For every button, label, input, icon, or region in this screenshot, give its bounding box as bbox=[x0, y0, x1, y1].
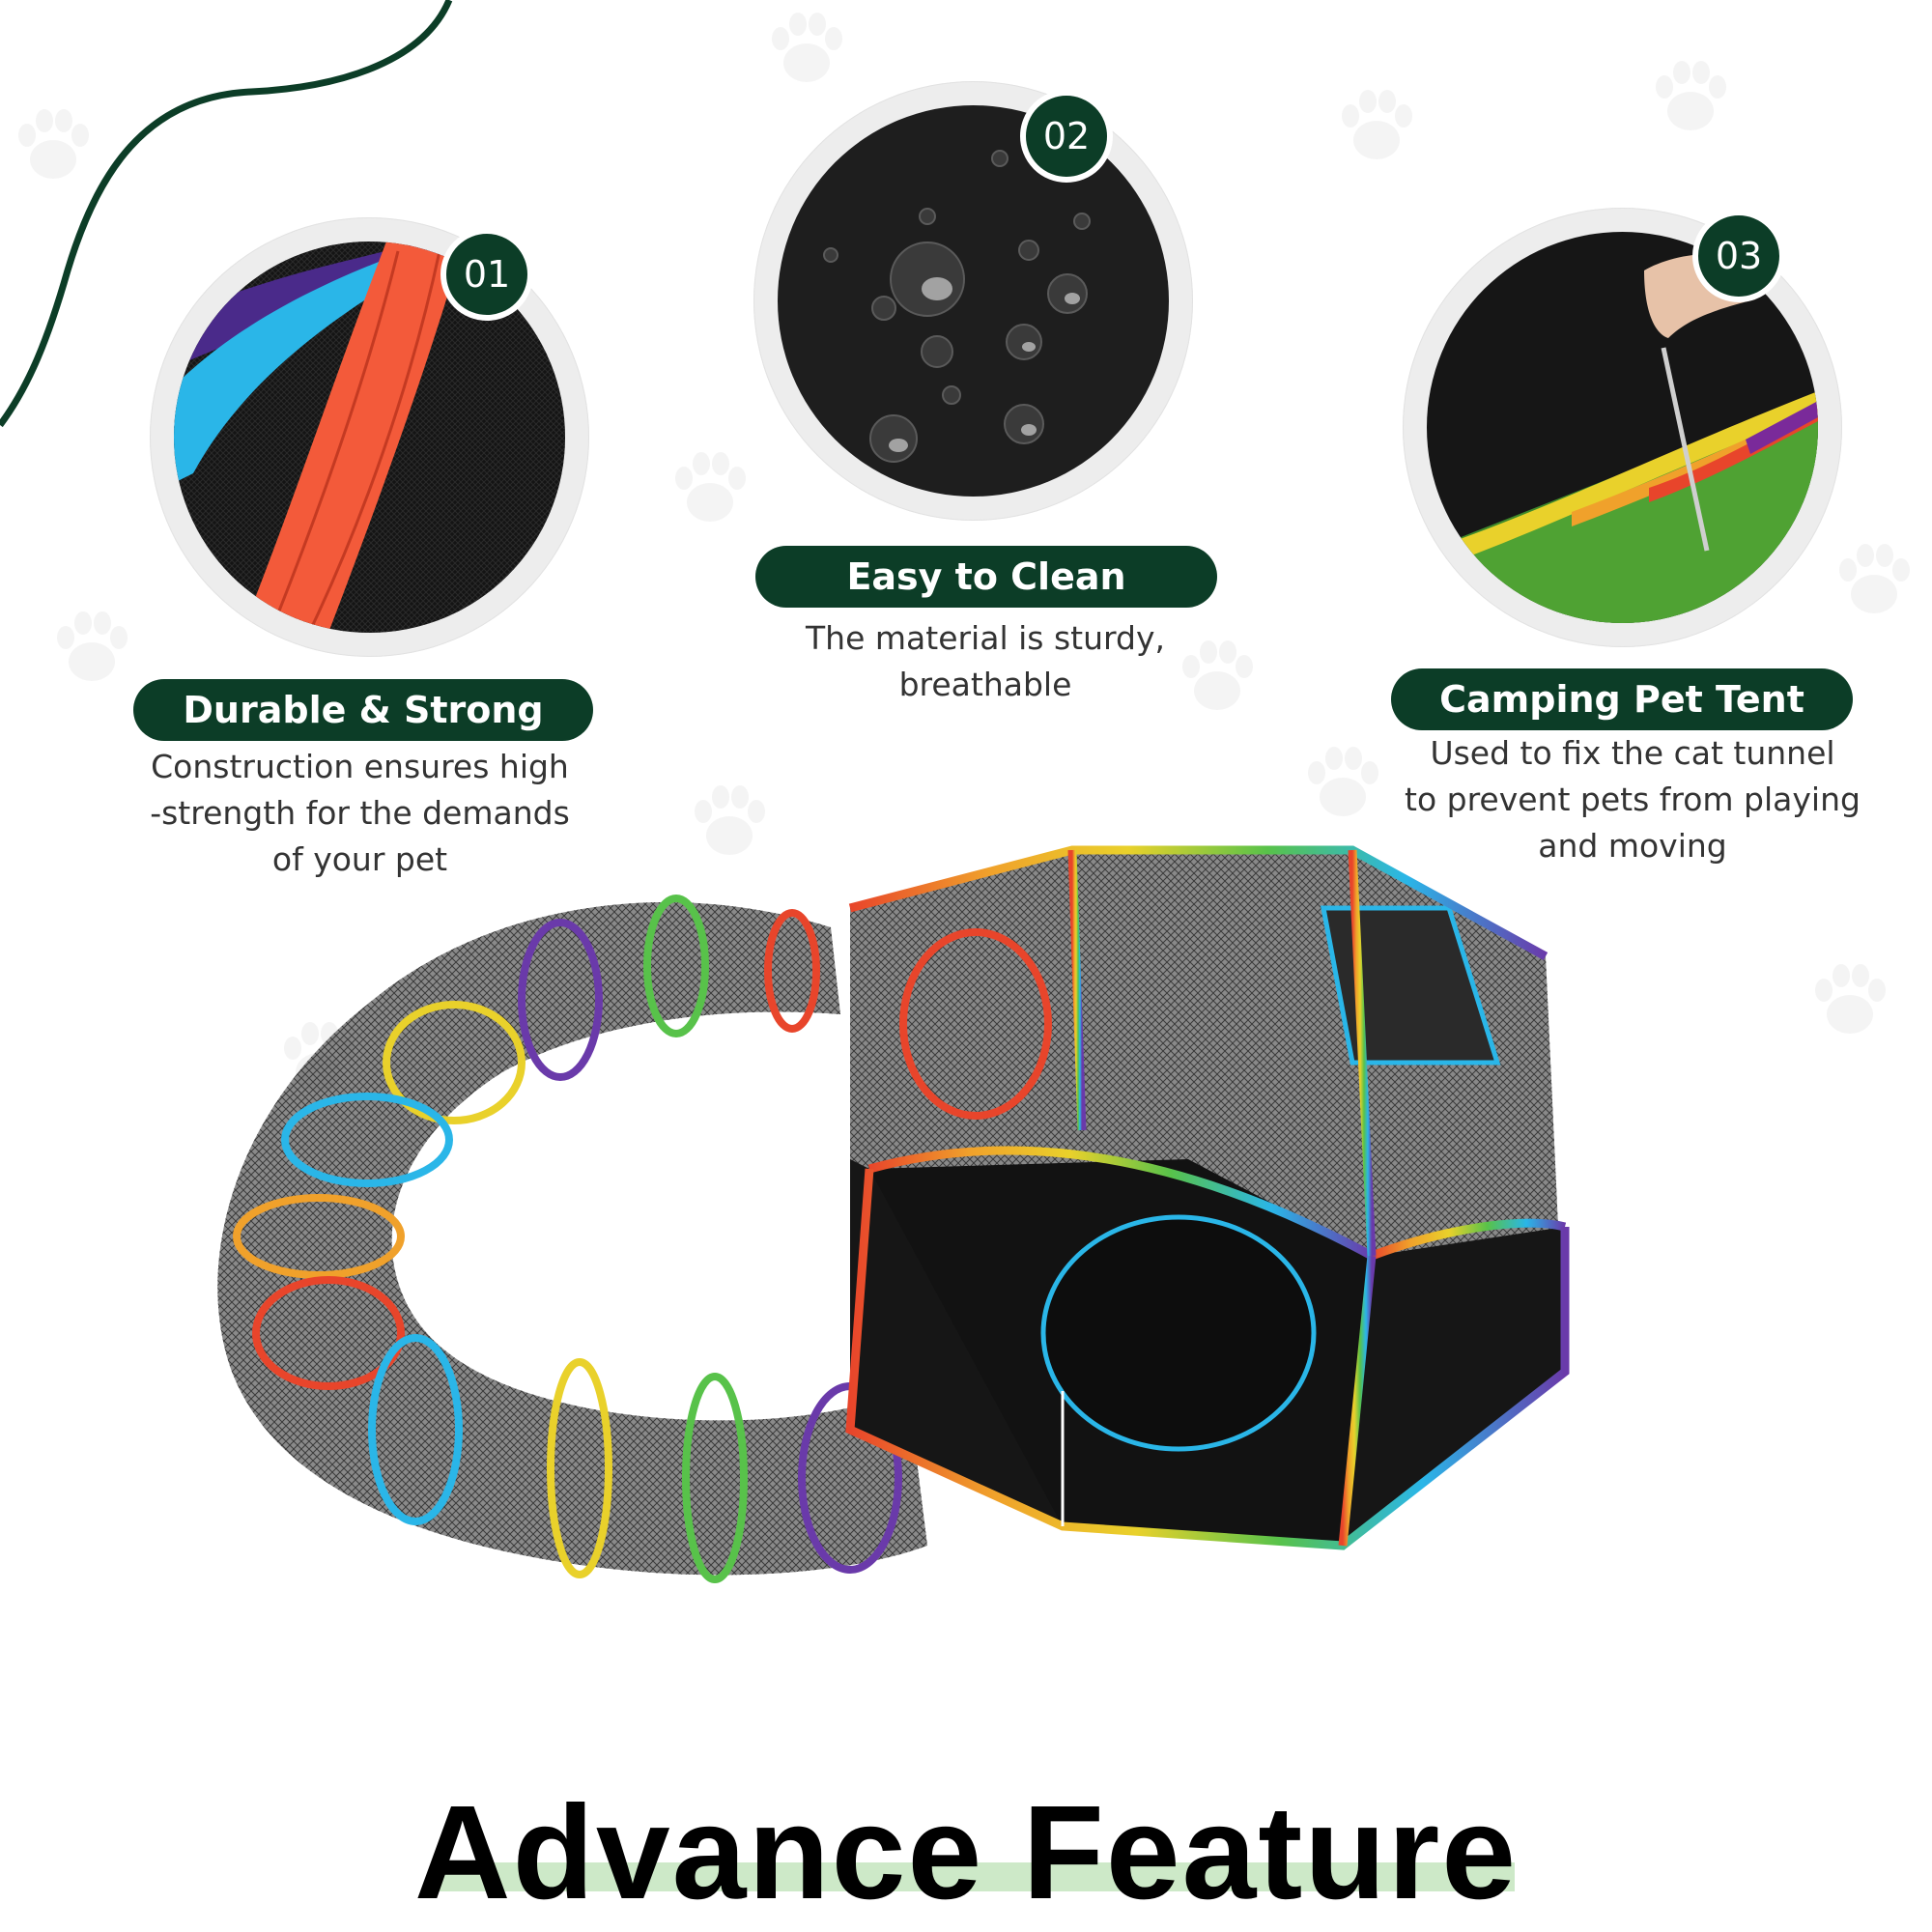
headline-underline bbox=[435, 1862, 1515, 1891]
paw-print-icon bbox=[18, 109, 89, 179]
paw-print-icon bbox=[1656, 61, 1726, 130]
paw-print-icon bbox=[772, 13, 842, 82]
page-headline: Advance Feature bbox=[413, 1778, 1519, 1927]
paw-print-icon bbox=[57, 611, 128, 681]
paw-print-icon bbox=[1839, 544, 1910, 613]
feature-title: Camping Pet Tent bbox=[1391, 668, 1853, 730]
feature-description: Construction ensures high -strength for … bbox=[150, 748, 570, 878]
product-tent-tunnel-image bbox=[217, 845, 1570, 1583]
feature-title: Durable & Strong bbox=[133, 679, 593, 741]
feature-number-badge: 01 bbox=[440, 228, 533, 321]
paw-print-icon bbox=[1815, 964, 1886, 1034]
feature-image-ground-stake bbox=[1427, 232, 1818, 623]
feature-image-water-droplets bbox=[778, 105, 1169, 497]
paw-print-icon bbox=[675, 452, 746, 522]
feature-number-badge: 03 bbox=[1692, 210, 1785, 302]
feature-description: The material is sturdy, breathable bbox=[806, 619, 1165, 703]
feature-title: Easy to Clean bbox=[755, 546, 1217, 608]
feature-description: Used to fix the cat tunnel to prevent pe… bbox=[1405, 734, 1861, 865]
feature-number-badge: 02 bbox=[1020, 90, 1113, 183]
paw-print-icon bbox=[1342, 90, 1412, 159]
decorative-curve bbox=[0, 0, 453, 428]
